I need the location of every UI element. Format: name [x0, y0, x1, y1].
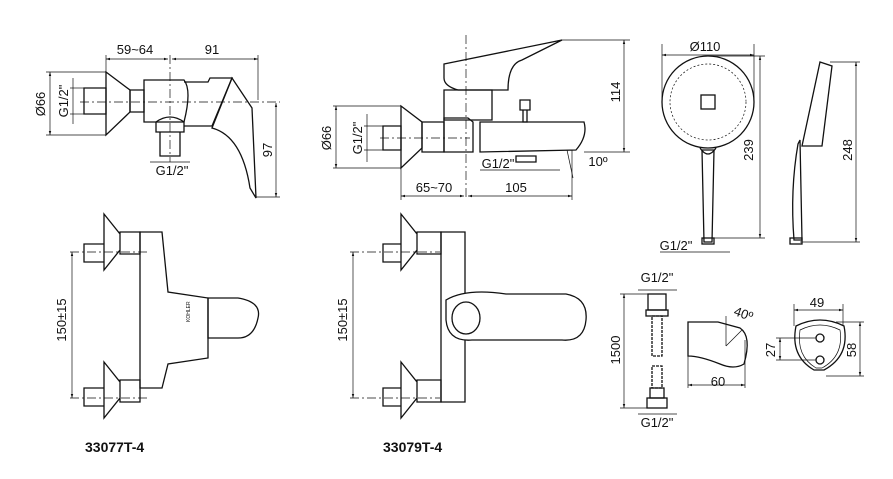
dim-depth-bath: 105 — [505, 180, 527, 195]
dim-thread-hand-shower: G1/2" — [660, 238, 693, 253]
bath-mixer-side-view — [333, 35, 630, 200]
brand-mark: KOHLER — [186, 301, 192, 322]
dim-hose-top-thread: G1/2" — [641, 270, 674, 285]
shower-hose — [620, 289, 677, 415]
hand-shower-views — [660, 44, 860, 253]
dim-angle-bath: 10º — [588, 154, 607, 169]
dim-length-front: 239 — [741, 139, 756, 161]
dim-offset-bath: 65~70 — [416, 180, 453, 195]
dim-centers-left: 150±15 — [54, 298, 69, 341]
dim-holder-angle: 40º — [732, 303, 755, 324]
dim-centers-right: 150±15 — [335, 298, 350, 341]
dim-length-side: 248 — [840, 139, 855, 161]
dim-inlet-shower: G1/2" — [56, 84, 71, 117]
dim-holder-depth: 60 — [711, 374, 725, 389]
shower-mixer-side-view — [46, 55, 280, 199]
dim-height-bath: 114 — [608, 82, 623, 103]
dim-flange-bath: Ø66 — [319, 126, 334, 151]
shower-mixer-front-view: KOHLER — [70, 212, 260, 420]
dim-hose-length: 1500 — [608, 336, 623, 365]
dim-hose-bottom-thread: G1/2" — [641, 415, 674, 430]
model-label-left: 33077T-4 — [85, 439, 144, 455]
shower-holder — [687, 304, 864, 388]
bath-mixer-front-view — [350, 212, 587, 420]
dim-offset-shower: 59~64 — [117, 42, 154, 57]
dim-depth-shower: 91 — [205, 42, 219, 57]
dim-diameter-hand-shower: Ø110 — [690, 39, 721, 54]
dim-flange-shower: Ø66 — [33, 92, 48, 117]
dim-holder-hole-spacing: 27 — [763, 343, 778, 357]
dim-outlet-bath: G1/2" — [482, 156, 515, 171]
dim-height-shower: 97 — [260, 143, 275, 157]
model-label-right: 33079T-4 — [383, 439, 442, 455]
dim-holder-height: 58 — [844, 343, 859, 357]
dim-holder-width: 49 — [810, 295, 824, 310]
dim-inlet-bath: G1/2" — [350, 121, 365, 154]
dim-outlet-shower: G1/2" — [156, 163, 189, 178]
